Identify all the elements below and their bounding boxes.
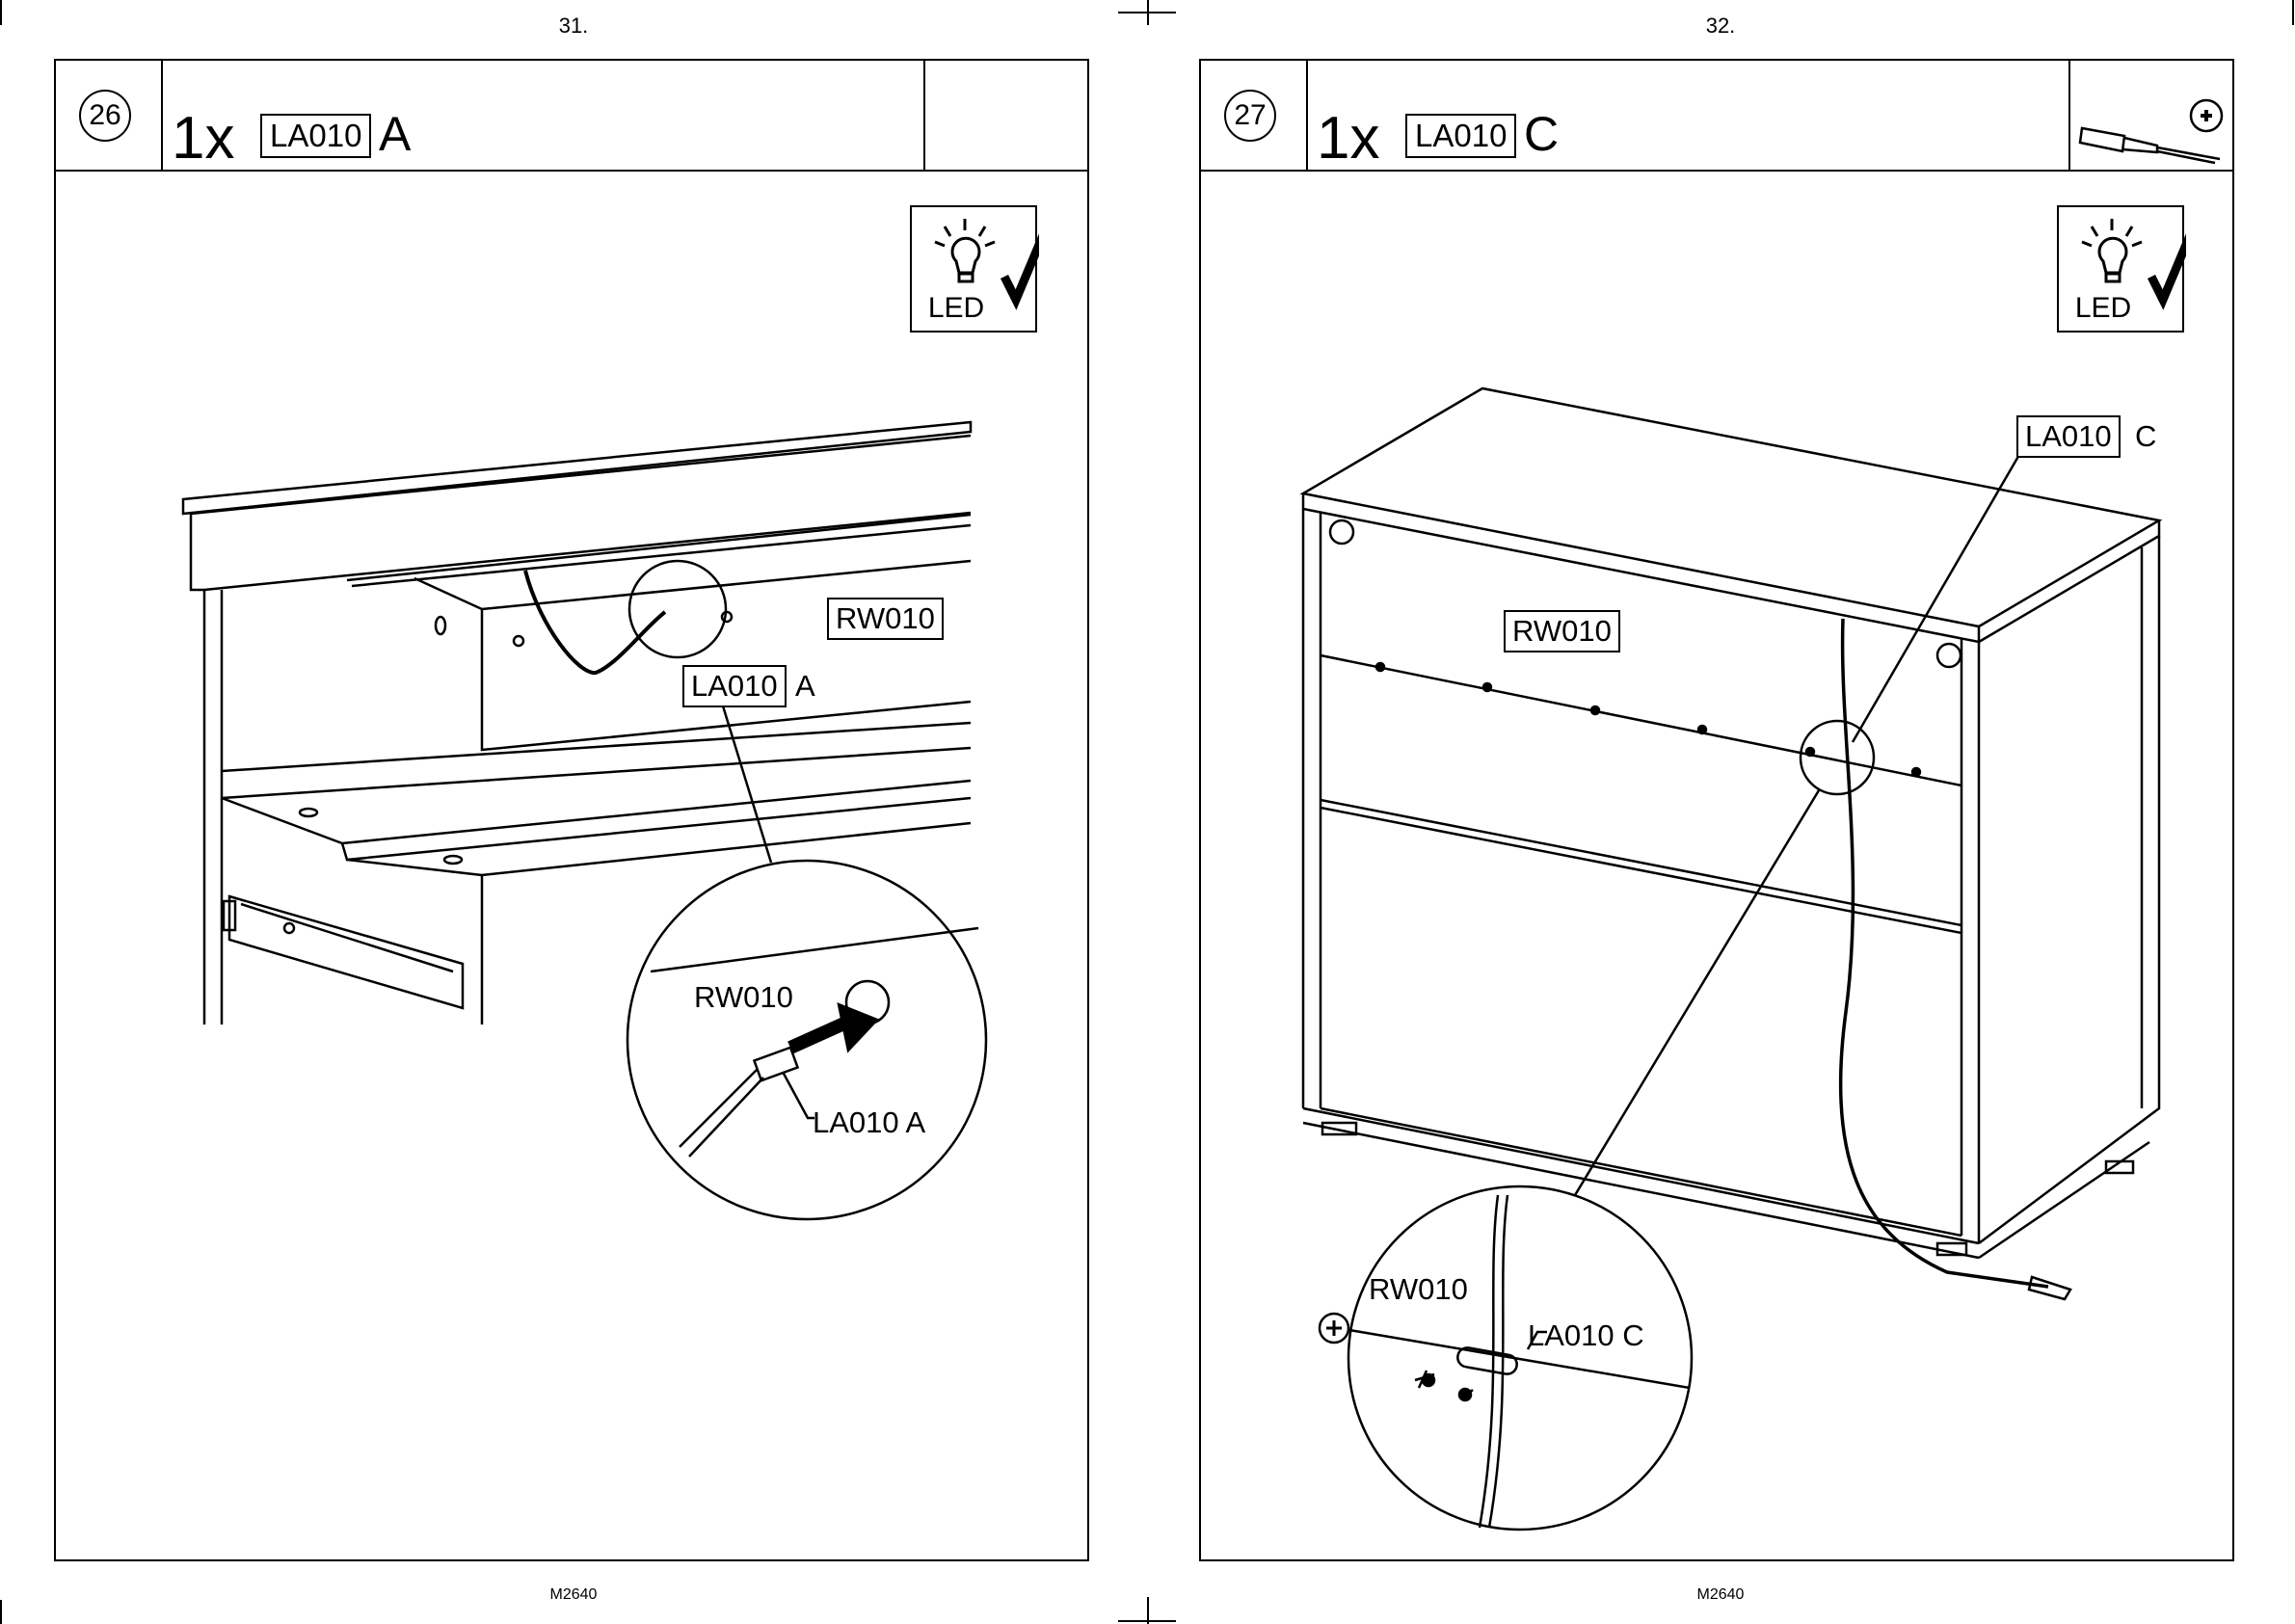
detail-panel-label: RW010: [694, 978, 793, 1017]
page-footer-code: M2640: [1147, 1586, 2294, 1604]
part-label-suffix: A: [795, 667, 815, 706]
page-footer-code: M2640: [0, 1586, 1147, 1604]
detail-part-label: LA010 C: [1528, 1317, 1644, 1355]
part-label: LA010: [2016, 415, 2121, 458]
panel-label: RW010: [1504, 610, 1620, 652]
panel-label: RW010: [827, 598, 944, 640]
manual-page-32: 32. 27 1x LA010 C: [1147, 0, 2294, 1624]
part-label: LA010: [682, 665, 787, 707]
part-label-suffix: C: [2135, 417, 2156, 456]
assembly-drawing-26: [0, 0, 1147, 1624]
detail-part-label: LA010 A: [813, 1104, 925, 1142]
manual-page-31: 31. 26 1x LA010 A LED: [0, 0, 1147, 1624]
assembly-drawing-27: [1147, 0, 2294, 1624]
detail-panel-label: RW010: [1369, 1270, 1468, 1309]
